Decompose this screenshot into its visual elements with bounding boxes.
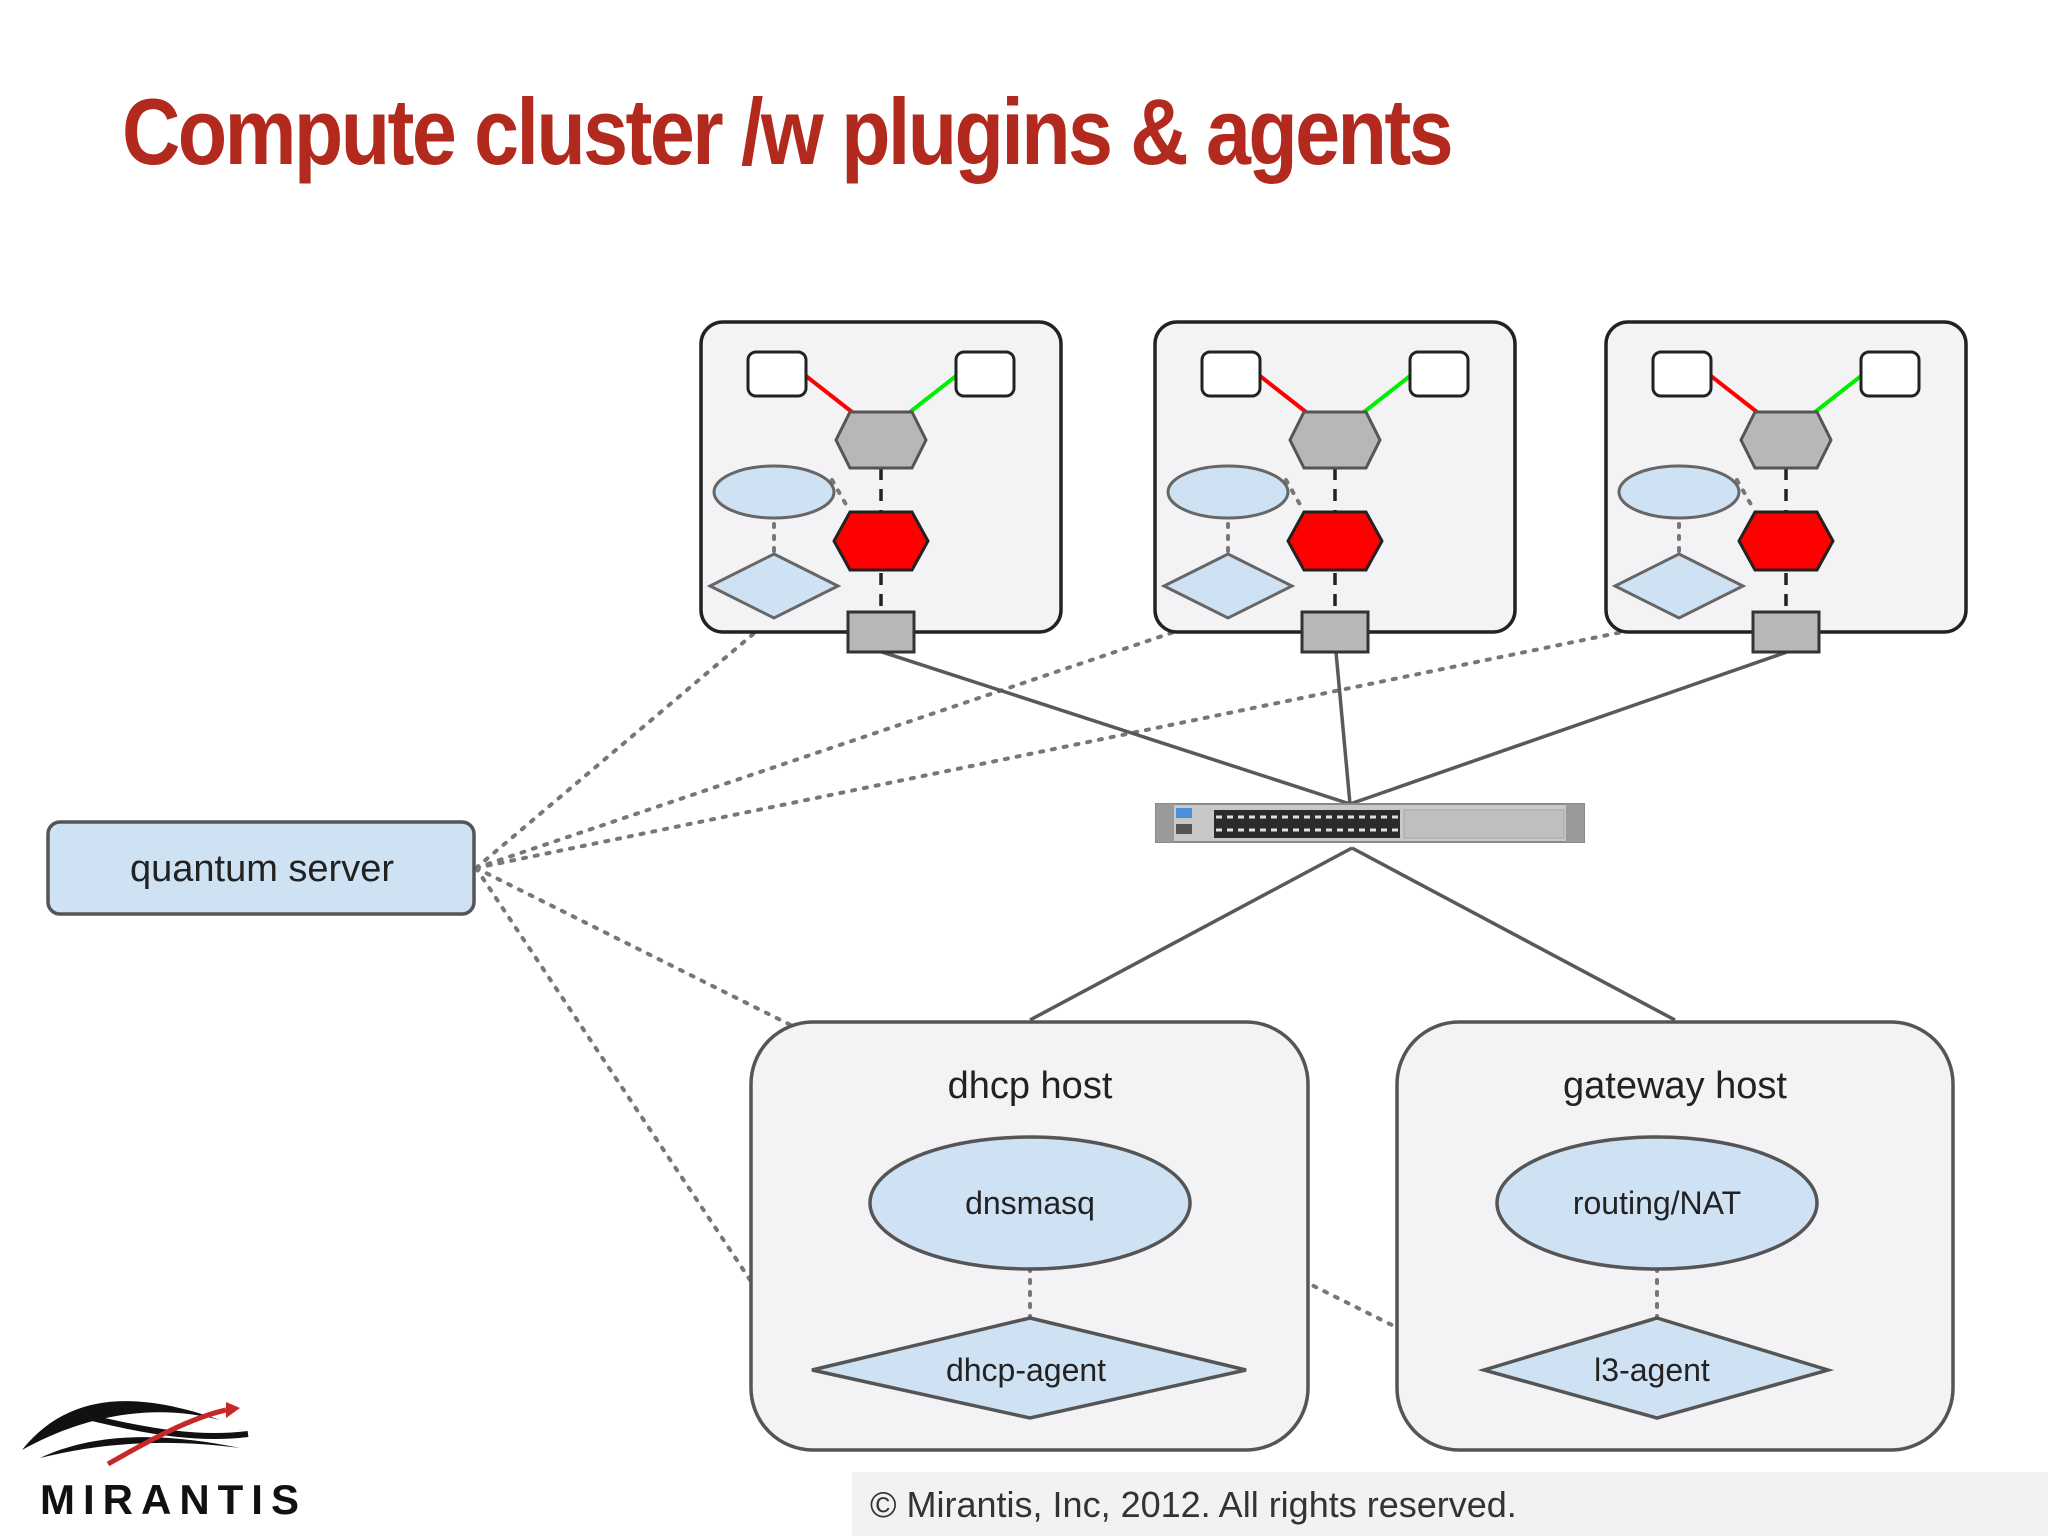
vm-box-icon (1408, 350, 1470, 398)
gateway-host-label: gateway host (1563, 1065, 1787, 1107)
mirantis-swoosh-icon (22, 1401, 249, 1467)
link-compute-3-switch (1349, 650, 1788, 806)
agent-diamond (1611, 552, 1747, 620)
nic-port (1751, 610, 1821, 654)
plugin-ellipse (1166, 464, 1290, 520)
bridge-hexagon-icon (1288, 410, 1382, 470)
control-line-compute-3 (474, 628, 1634, 870)
agent-link (830, 478, 850, 510)
link-compute-2-switch (1334, 651, 1352, 805)
vm-box-icon (1200, 350, 1262, 398)
l3-agent-diamond (1477, 1316, 1835, 1420)
link-switch-gateway-host (1351, 846, 1676, 1022)
control-line-compute-2 (474, 628, 1182, 870)
link-switch-dhcp-host (1029, 846, 1353, 1022)
nic-port (846, 610, 916, 654)
footer-bar (852, 1472, 2048, 1536)
agent-diamond (706, 552, 842, 620)
link-red (1258, 374, 1308, 414)
link-green (1813, 374, 1863, 414)
routing-nat-ellipse (1495, 1135, 1819, 1271)
nic-port (1300, 610, 1370, 654)
compute-node (1153, 320, 1517, 654)
vm-box-icon (746, 350, 808, 398)
link-green (1362, 374, 1412, 414)
bridge-hexagon-red-icon (1737, 510, 1835, 572)
vm-box-icon (954, 350, 1016, 398)
slide-title: Compute cluster /w plugins & agents (122, 79, 1454, 184)
plugin-ellipse (712, 464, 836, 520)
vm-box-icon (1859, 350, 1921, 398)
dhcp-host-label: dhcp host (948, 1065, 1113, 1107)
network-switch-icon (1155, 803, 1585, 843)
bridge-hexagon-icon (834, 410, 928, 470)
compute-node (1604, 320, 1968, 654)
quantum-server-label: quantum server (130, 848, 394, 890)
bridge-hexagon-red-icon (1286, 510, 1384, 572)
routing-nat-label: routing/NAT (1573, 1185, 1741, 1221)
control-line-compute-1 (474, 628, 760, 870)
link-compute-1-switch (881, 650, 1351, 806)
l3-agent-label: l3-agent (1594, 1352, 1710, 1388)
bridge-hexagon-red-icon (832, 510, 930, 572)
agent-diamond (1160, 552, 1296, 620)
copyright-notice: © Mirantis, Inc, 2012. All rights reserv… (870, 1484, 1517, 1525)
dhcp-agent-label: dhcp-agent (946, 1352, 1106, 1388)
vm-box-icon (1651, 350, 1713, 398)
gateway-host: gateway host routing/NAT l3-agent (1395, 1020, 1955, 1452)
link-green (908, 374, 958, 414)
dnsmasq-label: dnsmasq (965, 1185, 1095, 1221)
plugin-ellipse (1617, 464, 1741, 520)
dhcp-host: dhcp host dnsmasq dhcp-agent (749, 1020, 1310, 1452)
link-red (1709, 374, 1759, 414)
agent-link (1284, 478, 1304, 510)
dhcp-agent-diamond (811, 1316, 1247, 1420)
quantum-server: quantum server (46, 820, 476, 916)
quantum-server-box (46, 820, 476, 916)
compute-node (699, 320, 1063, 654)
link-red (804, 374, 854, 414)
network-links (881, 650, 1788, 1022)
bridge-hexagon-icon (1739, 410, 1833, 470)
dnsmasq-ellipse (868, 1135, 1192, 1271)
agent-link (1735, 478, 1755, 510)
mirantis-logo-text: MIRANTIS (40, 1476, 307, 1523)
